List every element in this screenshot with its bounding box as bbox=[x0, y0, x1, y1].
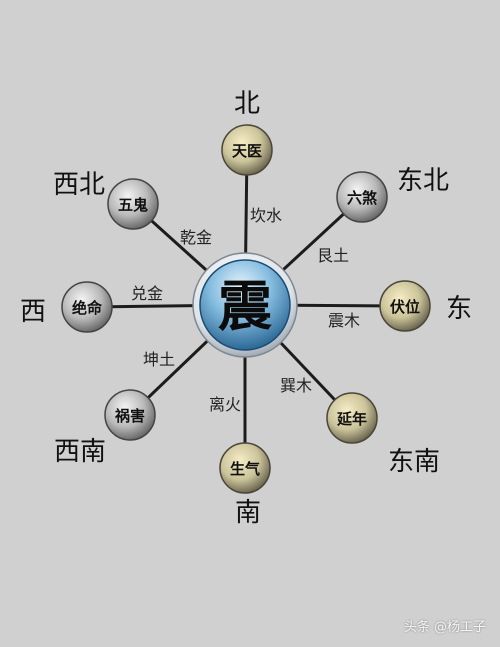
node-southeast-name: 延年 bbox=[336, 410, 367, 428]
node-north-name: 天医 bbox=[232, 142, 262, 160]
node-south-name: 生气 bbox=[230, 460, 260, 478]
direction-northeast: 东北 bbox=[397, 166, 449, 196]
node-west: 绝命 bbox=[61, 281, 113, 333]
direction-northwest: 西北 bbox=[53, 170, 105, 200]
node-southeast: 延年 bbox=[326, 392, 378, 444]
center-label: 震 bbox=[218, 274, 273, 338]
center-medallion: 震 bbox=[192, 252, 298, 358]
direction-north: 北 bbox=[234, 89, 260, 119]
node-southwest: 祸害 bbox=[104, 389, 156, 441]
direction-southwest: 西南 bbox=[54, 437, 106, 467]
direction-south: 南 bbox=[235, 498, 261, 528]
node-southwest-name: 祸害 bbox=[115, 407, 145, 425]
trigram-south: 离火 bbox=[209, 395, 241, 414]
node-east: 伏位 bbox=[379, 280, 431, 332]
trigram-southeast: 巽木 bbox=[280, 376, 312, 395]
trigram-southwest: 坤土 bbox=[143, 350, 175, 369]
trigram-northwest: 乾金 bbox=[180, 228, 212, 247]
node-east-name: 伏位 bbox=[390, 298, 420, 316]
node-south: 生气 bbox=[219, 442, 271, 494]
node-northwest: 五鬼 bbox=[107, 178, 159, 230]
direction-east: 东 bbox=[446, 294, 472, 324]
direction-southeast: 东南 bbox=[388, 447, 440, 477]
watermark: 头条 @杨工子 bbox=[403, 620, 486, 635]
trigram-west: 兑金 bbox=[131, 284, 163, 303]
direction-west: 西 bbox=[20, 297, 46, 327]
trigram-northeast: 艮土 bbox=[317, 246, 349, 265]
node-northwest-name: 五鬼 bbox=[118, 196, 148, 214]
trigram-east: 震木 bbox=[328, 311, 360, 330]
trigram-north: 坎水 bbox=[250, 206, 282, 225]
node-northeast: 六煞 bbox=[336, 171, 388, 223]
node-north: 天医 bbox=[221, 124, 273, 176]
node-west-name: 绝命 bbox=[72, 299, 103, 317]
node-northeast-name: 六煞 bbox=[347, 189, 378, 207]
